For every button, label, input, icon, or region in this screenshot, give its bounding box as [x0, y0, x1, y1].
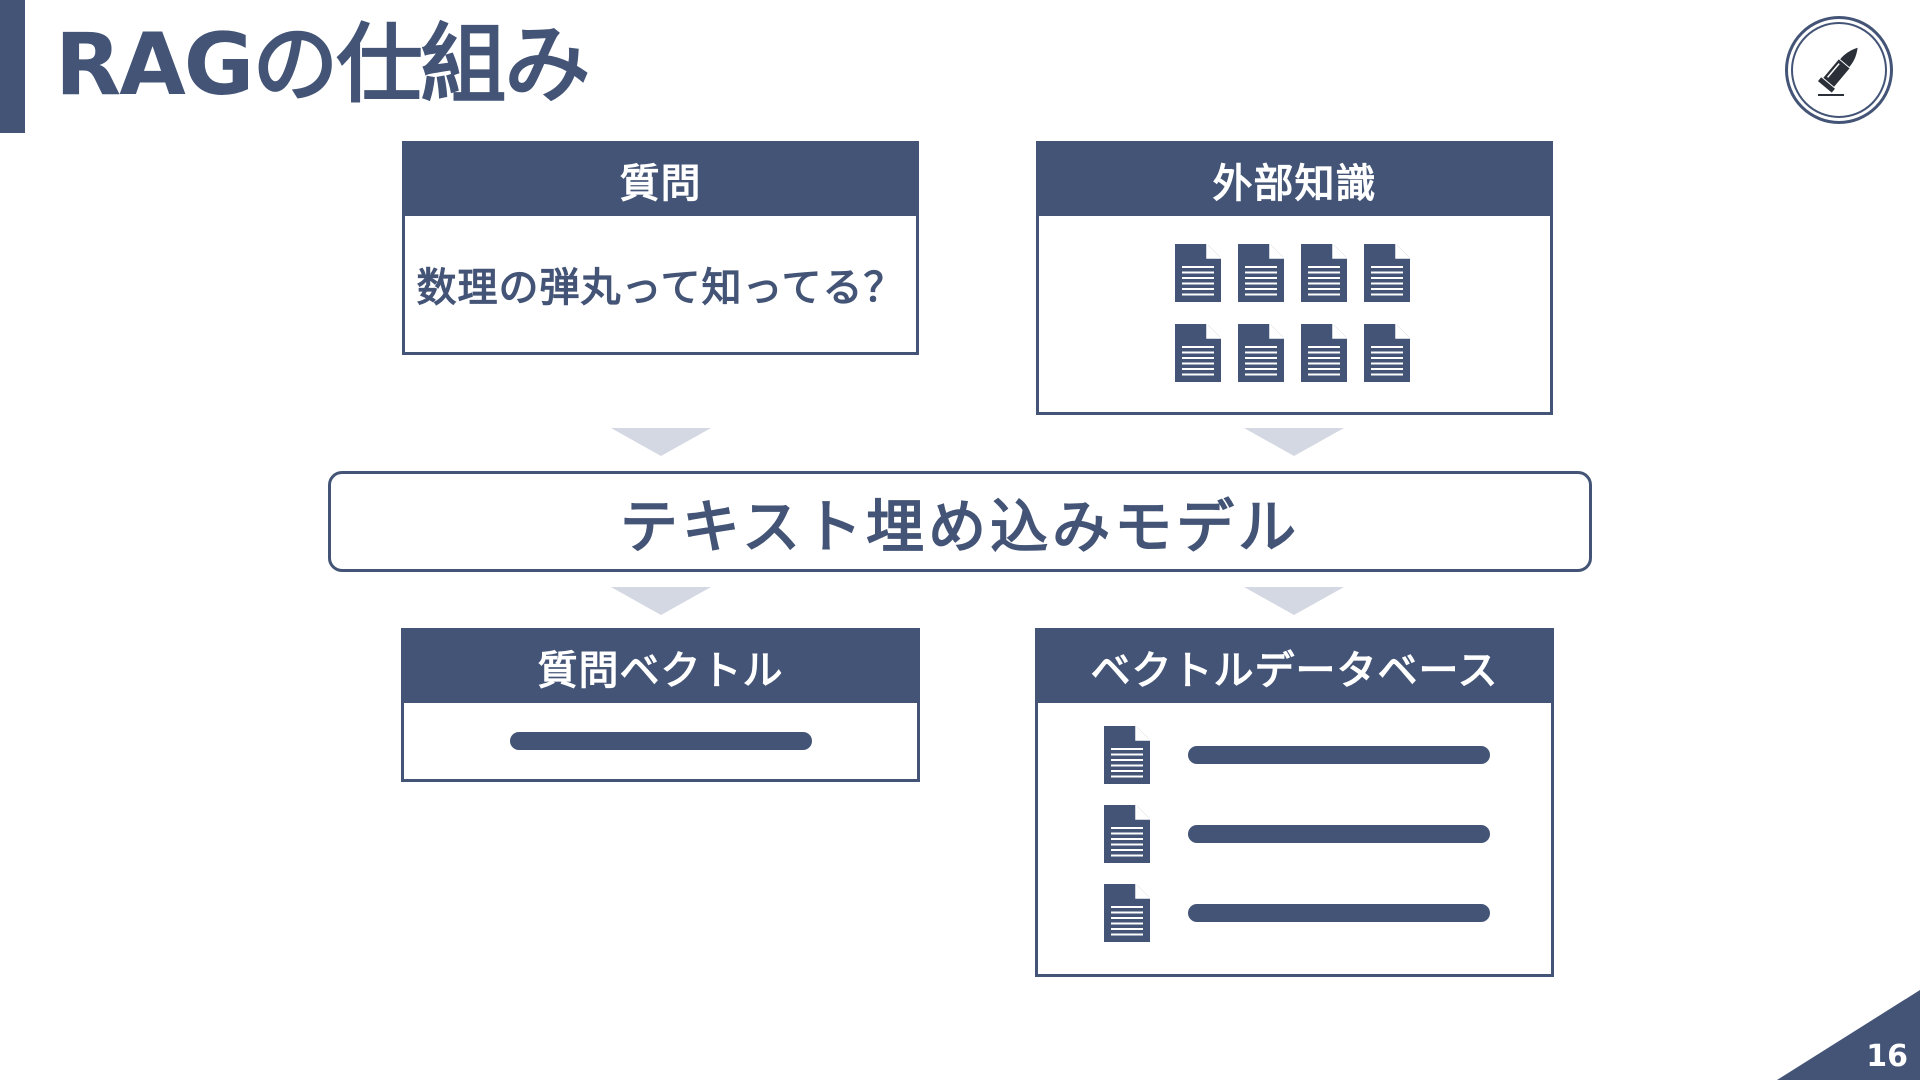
vector-bar: [1188, 746, 1490, 764]
document-grid: [1175, 244, 1414, 384]
question-box: 質問 数理の弾丸って知ってる？: [402, 141, 919, 355]
question-vector-bar: [509, 732, 812, 750]
vector-database-row: [1104, 805, 1490, 863]
document-icon: [1301, 244, 1347, 302]
document-icon: [1175, 324, 1221, 382]
document-icon: [1238, 244, 1284, 302]
vector-bar: [1188, 825, 1490, 843]
document-icon: [1364, 244, 1410, 302]
embedding-model-box: テキスト埋め込みモデル: [328, 471, 1592, 572]
question-vector-box: 質問ベクトル: [401, 628, 920, 782]
document-icon: [1364, 324, 1410, 382]
knowledge-box-header: 外部知識: [1039, 144, 1550, 216]
slide-title: RAGの仕組み: [55, 15, 590, 115]
document-icon: [1175, 244, 1221, 302]
vector-database-box-header: ベクトルデータベース: [1038, 631, 1551, 703]
bullet-icon: [1817, 47, 1858, 96]
chevron-down-icon: [611, 428, 711, 456]
title-accent-bar: [0, 0, 25, 133]
question-text: 数理の弾丸って知ってる？: [416, 265, 905, 311]
document-icon: [1238, 324, 1284, 382]
knowledge-box: 外部知識: [1036, 141, 1553, 415]
logo: [1785, 16, 1893, 124]
document-icon: [1104, 726, 1150, 784]
document-icon: [1104, 884, 1150, 942]
chevron-down-icon: [1244, 587, 1344, 615]
vector-database-box: ベクトルデータベース: [1035, 628, 1554, 977]
document-icon: [1301, 324, 1347, 382]
vector-bar: [1188, 904, 1490, 922]
vector-database-row: [1104, 884, 1490, 942]
question-box-header: 質問: [405, 144, 916, 216]
question-vector-box-header: 質問ベクトル: [404, 631, 917, 703]
document-icon: [1104, 805, 1150, 863]
vector-database-row: [1104, 726, 1490, 784]
chevron-down-icon: [1244, 428, 1344, 456]
page-corner: [1777, 990, 1920, 1080]
embedding-model-label: テキスト埋め込みモデル: [619, 492, 1301, 561]
page-number: 16: [1866, 1039, 1908, 1074]
chevron-down-icon: [611, 587, 711, 615]
